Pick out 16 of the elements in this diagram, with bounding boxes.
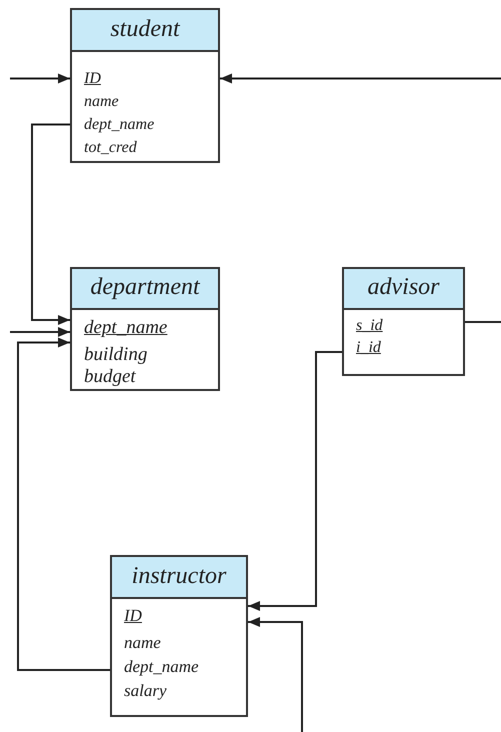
arrow [10, 327, 70, 337]
connector-line [465, 321, 501, 323]
arrow [10, 74, 70, 84]
arrow [220, 74, 501, 84]
table-header: department [72, 269, 218, 310]
arrow [17, 338, 110, 671]
table-header: instructor [112, 557, 246, 599]
table-box [342, 267, 465, 376]
table-box [110, 555, 248, 717]
table-header: student [72, 10, 218, 52]
table-header: advisor [344, 269, 463, 310]
arrow [31, 124, 70, 325]
arrow [248, 617, 303, 732]
table-box [70, 8, 220, 163]
table-box [70, 267, 220, 391]
arrow [248, 351, 342, 611]
